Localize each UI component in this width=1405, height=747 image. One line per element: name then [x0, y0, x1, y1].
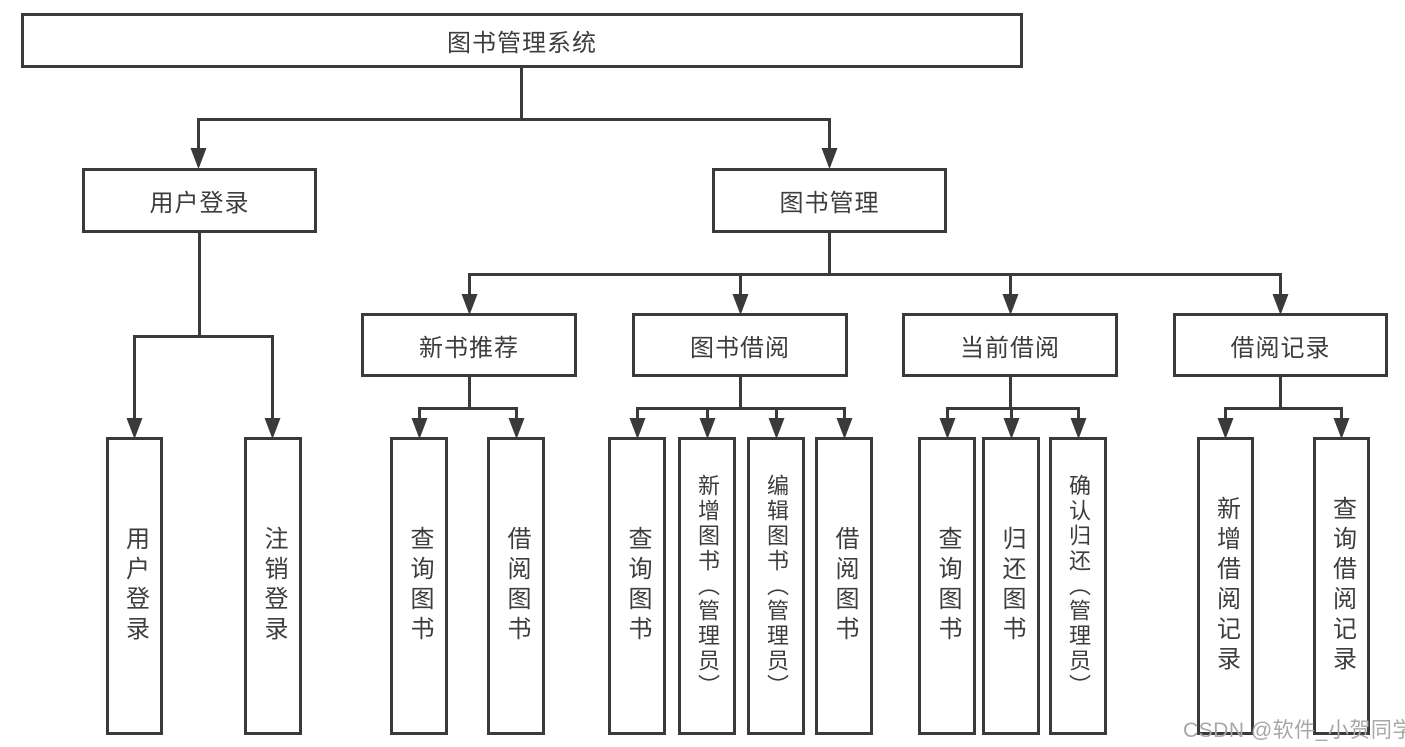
node-book-borrow: 图书借阅: [632, 313, 848, 377]
csdn-watermark: CSDN @软件_小贺同学: [1183, 719, 1405, 742]
node-label: 用户登录: [149, 190, 250, 217]
node-label: 新增借阅记录: [1212, 496, 1240, 676]
node-leaf-confirm-return-admin: 确认归还（管理员）: [1049, 437, 1107, 735]
node-leaf-add-borrow-record: 新增借阅记录: [1197, 437, 1254, 735]
node-book-management-system: 图书管理系统: [21, 13, 1023, 68]
node-label: 图书管理: [779, 190, 880, 217]
node-leaf-borrow-book-1: 借阅图书: [487, 437, 545, 735]
node-label: 图书管理系统: [447, 30, 597, 57]
node-label: 查询图书: [624, 526, 651, 646]
node-label: 注销登录: [260, 526, 287, 646]
node-label: 查询图书: [406, 526, 433, 646]
connector-strokes: [133, 68, 1343, 434]
node-user-login: 用户登录: [82, 168, 317, 233]
node-label: 确认归还（管理员）: [1066, 473, 1091, 699]
node-leaf-user-login: 用户登录: [106, 437, 163, 735]
node-label: 查询图书: [934, 526, 961, 646]
node-leaf-query-book-1: 查询图书: [390, 437, 448, 735]
node-leaf-query-book-2: 查询图书: [608, 437, 666, 735]
node-label: 查询借阅记录: [1328, 496, 1356, 676]
node-leaf-add-book-admin: 新增图书（管理员）: [678, 437, 736, 735]
node-label: 当前借阅: [960, 334, 1060, 362]
node-leaf-return-book: 归还图书: [982, 437, 1040, 735]
node-leaf-query-borrow-record: 查询借阅记录: [1313, 437, 1370, 735]
node-label: 借阅图书: [831, 526, 858, 646]
node-book-management: 图书管理: [712, 168, 947, 233]
node-new-book-recommend: 新书推荐: [361, 313, 577, 377]
node-label: 用户登录: [121, 526, 149, 646]
node-leaf-borrow-book-2: 借阅图书: [815, 437, 873, 735]
node-label: 归还图书: [998, 526, 1025, 646]
node-label: 新书推荐: [419, 334, 519, 362]
node-current-borrow: 当前借阅: [902, 313, 1118, 377]
node-label: 编辑图书（管理员）: [764, 473, 789, 699]
node-label: 借阅图书: [503, 526, 530, 646]
node-label: 借阅记录: [1230, 334, 1331, 362]
node-borrow-records: 借阅记录: [1173, 313, 1388, 377]
node-leaf-edit-book-admin: 编辑图书（管理员）: [747, 437, 805, 735]
node-label: 图书借阅: [690, 334, 790, 362]
node-leaf-logout: 注销登录: [244, 437, 302, 735]
node-label: 新增图书（管理员）: [695, 473, 720, 699]
node-leaf-query-book-3: 查询图书: [918, 437, 976, 735]
